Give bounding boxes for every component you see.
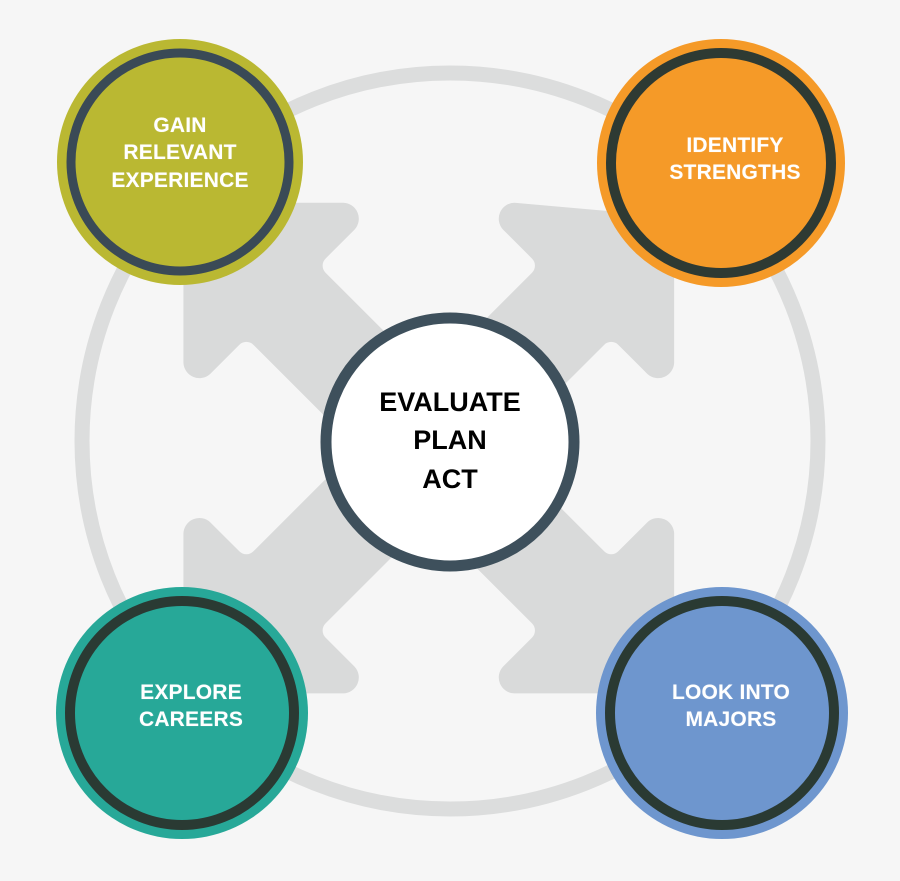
node-center-hub-fill (320, 312, 580, 572)
node-identify-strengths-fill (597, 39, 845, 287)
node-explore-careers-fill (56, 587, 308, 839)
node-look-into-majors[interactable] (596, 587, 848, 839)
node-identify-strengths[interactable] (597, 39, 845, 287)
node-gain-relevant-experience[interactable] (57, 39, 303, 285)
node-explore-careers[interactable] (56, 587, 308, 839)
node-center-hub[interactable] (320, 312, 580, 572)
node-look-into-majors-fill (596, 587, 848, 839)
node-gain-relevant-experience-fill (57, 39, 303, 285)
node-look-into-majors-ring (605, 596, 839, 830)
node-identify-strengths-ring (606, 48, 836, 278)
outer-connector-ring (74, 65, 826, 817)
node-gain-relevant-experience-ring (66, 48, 294, 276)
node-explore-careers-ring (65, 596, 299, 830)
